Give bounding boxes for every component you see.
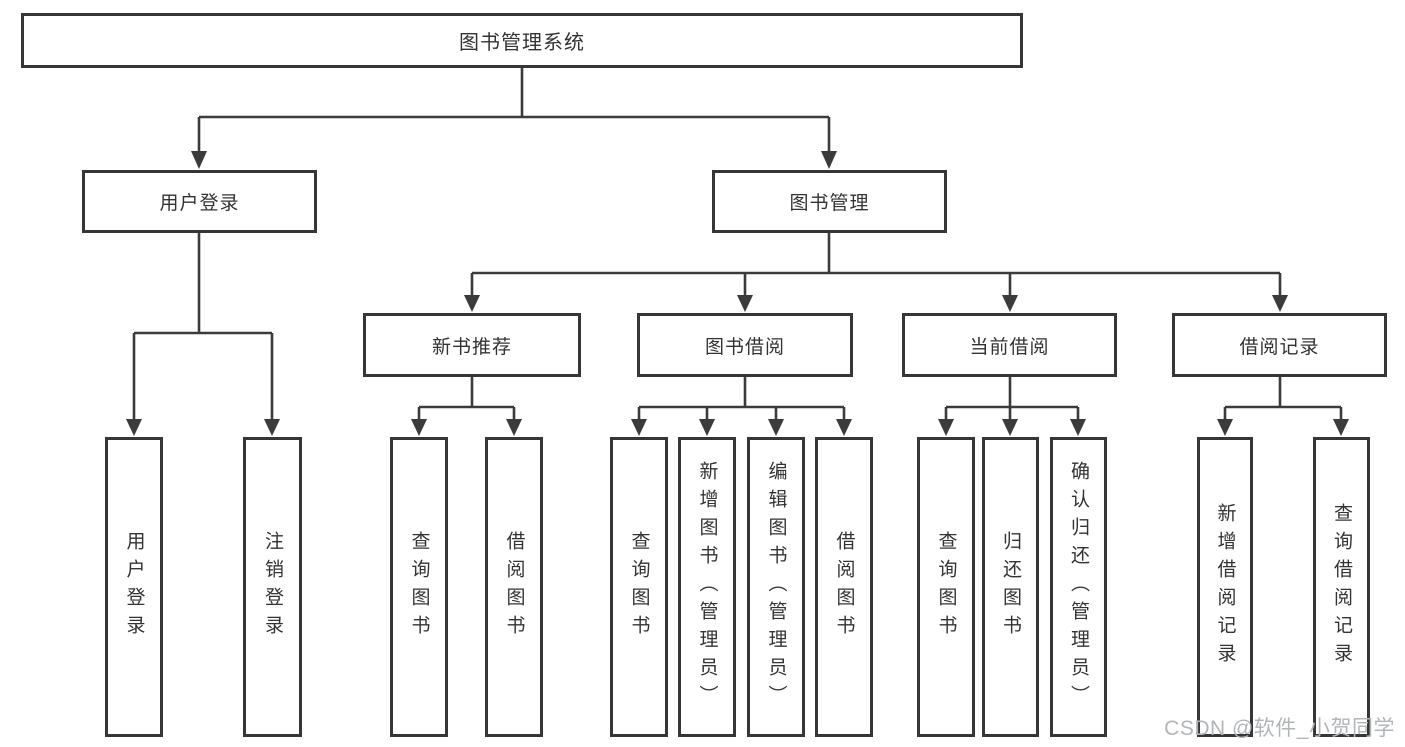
watermark: CSDN @软件_小贺同学 [1164,717,1395,740]
node-user-login-branch: 用户登录 [82,170,317,233]
leaf-return-books: 归还图书 [982,437,1039,737]
leaf-label: 查询图书 [935,531,957,643]
leaf-confirm-return-admin: 确认归还（管理员） [1050,437,1107,737]
leaf-label: 注销登录 [262,531,283,643]
leaf-logout: 注销登录 [243,437,302,737]
leaf-label: 归还图书 [1000,531,1021,643]
node-new-book-recommend: 新书推荐 [363,313,581,377]
leaf-label: 查询图书 [408,531,430,643]
leaf-query-books-borrow: 查询图书 [610,437,668,737]
arrowhead [699,419,715,436]
leaf-label: 用户登录 [123,531,145,643]
arrowhead [464,295,480,312]
leaf-borrow-books: 借阅图书 [815,437,873,737]
connector-borrow-record-to-leaves [1223,377,1343,421]
leaf-user-login: 用户登录 [105,437,163,737]
leaf-borrow-books-newrec: 借阅图书 [485,437,543,737]
arrowhead [1070,419,1086,436]
leaf-add-borrow-record: 新增借阅记录 [1197,437,1253,737]
node-current-borrow: 当前借阅 [902,313,1117,377]
node-library-management-system: 图书管理系统 [21,13,1023,68]
leaf-label: 借阅图书 [503,531,525,643]
connector-user-login-to-leaves [132,233,274,421]
leaf-query-borrow-record: 查询借阅记录 [1313,437,1370,737]
arrowhead [411,419,427,436]
leaf-label: 查询借阅记录 [1331,503,1352,671]
leaf-add-books-admin: 新增图书（管理员） [678,437,736,737]
arrowhead [1002,419,1018,436]
leaf-query-books-newrec: 查询图书 [390,437,448,737]
arrowhead [506,419,522,436]
arrowhead [768,419,784,436]
node-book-borrow: 图书借阅 [637,313,853,377]
connector-current-borrow-to-leaves [944,377,1080,421]
connector-root-to-level2 [197,66,831,153]
arrowhead [1333,419,1349,436]
arrowhead [191,151,207,169]
leaf-label: 确认归还（管理员） [1068,461,1089,713]
node-label: 借阅记录 [1239,336,1320,358]
leaf-label: 新增图书（管理员） [696,461,718,713]
node-book-management-branch: 图书管理 [712,170,947,233]
leaf-label: 新增借阅记录 [1214,503,1236,671]
node-label: 新书推荐 [431,336,512,358]
leaf-label: 编辑图书（管理员） [765,461,787,713]
connector-new-book-to-leaves [417,377,516,421]
node-label: 图书借阅 [704,336,785,358]
arrowhead [126,419,142,436]
arrowhead [821,151,837,169]
connector-book-mgmt-to-level3 [470,233,1282,297]
node-label: 图书管理系统 [459,32,585,54]
node-label: 当前借阅 [969,336,1050,358]
arrowhead [631,419,647,436]
arrowhead [938,419,954,436]
node-label: 用户登录 [159,193,240,214]
leaf-label: 借阅图书 [833,531,855,643]
leaf-edit-books-admin: 编辑图书（管理员） [747,437,805,737]
node-label: 图书管理 [789,193,870,214]
arrowhead [1217,419,1233,436]
arrowhead [1002,295,1018,312]
arrowhead [737,295,753,312]
arrowhead [836,419,852,436]
arrowhead [264,419,280,436]
connector-book-borrow-to-leaves [637,377,846,421]
arrowhead [1272,295,1288,312]
leaf-label: 查询图书 [628,531,650,643]
leaf-query-books-current: 查询图书 [917,437,975,737]
node-borrow-record: 借阅记录 [1172,313,1387,377]
